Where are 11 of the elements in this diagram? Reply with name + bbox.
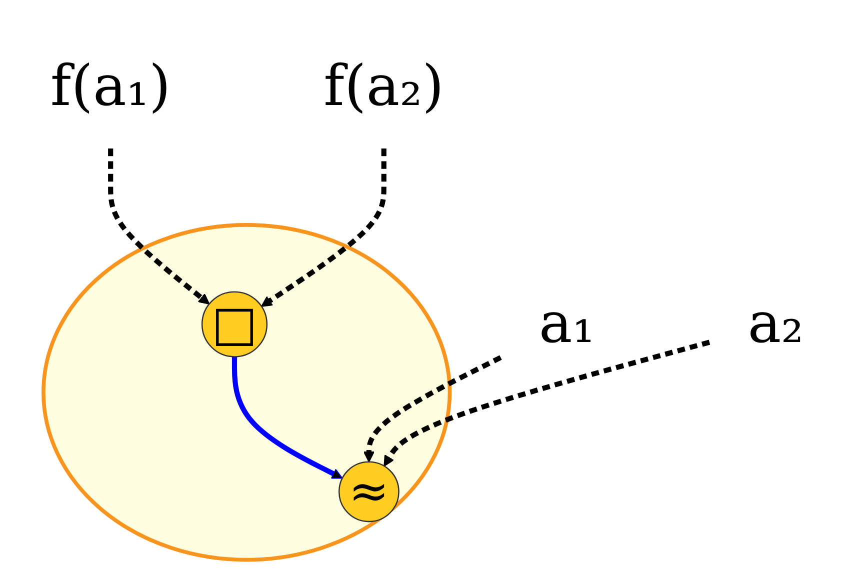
node-text: a₁ — [538, 290, 595, 356]
arrow — [363, 354, 502, 462]
arrow — [261, 148, 386, 306]
node-text: f(a₂) — [324, 54, 444, 119]
node-circle: ≈ — [338, 460, 400, 522]
arrow — [108, 148, 210, 304]
node-circle: □ — [201, 290, 268, 357]
node-text: a₂ — [748, 290, 804, 356]
node-text: f(a₁) — [50, 54, 171, 119]
arrow — [232, 356, 343, 478]
arrow — [384, 339, 710, 466]
